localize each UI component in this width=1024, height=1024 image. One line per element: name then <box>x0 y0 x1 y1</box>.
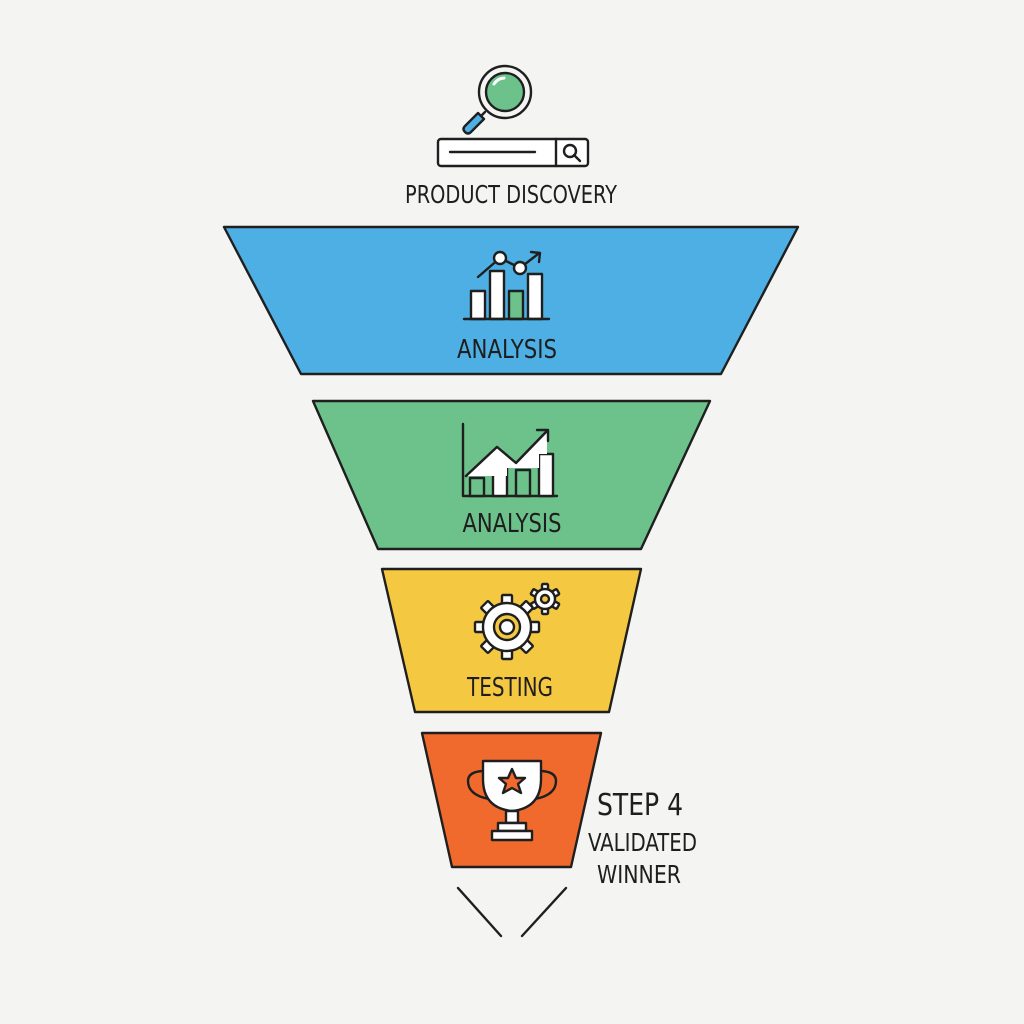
growth-chart-icon <box>461 422 559 498</box>
funnel-stage-4 <box>420 731 603 869</box>
step-4-callout: STEP 4 VALIDATED WINNER <box>588 788 697 889</box>
funnel-stage-1: ANALYSIS <box>222 225 800 376</box>
bar-chart-trend-icon <box>462 250 551 321</box>
funnel-stage-3: TESTING <box>380 567 643 714</box>
funnel-stage-2-band <box>311 399 712 551</box>
magnifier-icon <box>462 64 533 135</box>
trophy-icon <box>466 759 558 842</box>
callout-step: STEP 4 <box>597 788 683 823</box>
funnel-stage-3-label: TESTING <box>466 673 553 703</box>
callout-line-1: VALIDATED <box>588 828 697 857</box>
callout-line-2: WINNER <box>597 860 681 889</box>
funnel-stage-2: ANALYSIS <box>311 399 712 551</box>
search-bar-icon <box>436 137 590 168</box>
funnel-tip <box>456 886 568 938</box>
header-title: PRODUCT DISCOVERY <box>405 180 617 209</box>
funnel-stage-2-label: ANALYSIS <box>463 509 562 539</box>
funnel-stage-1-label: ANALYSIS <box>457 335 557 365</box>
gears-icon <box>473 582 561 661</box>
